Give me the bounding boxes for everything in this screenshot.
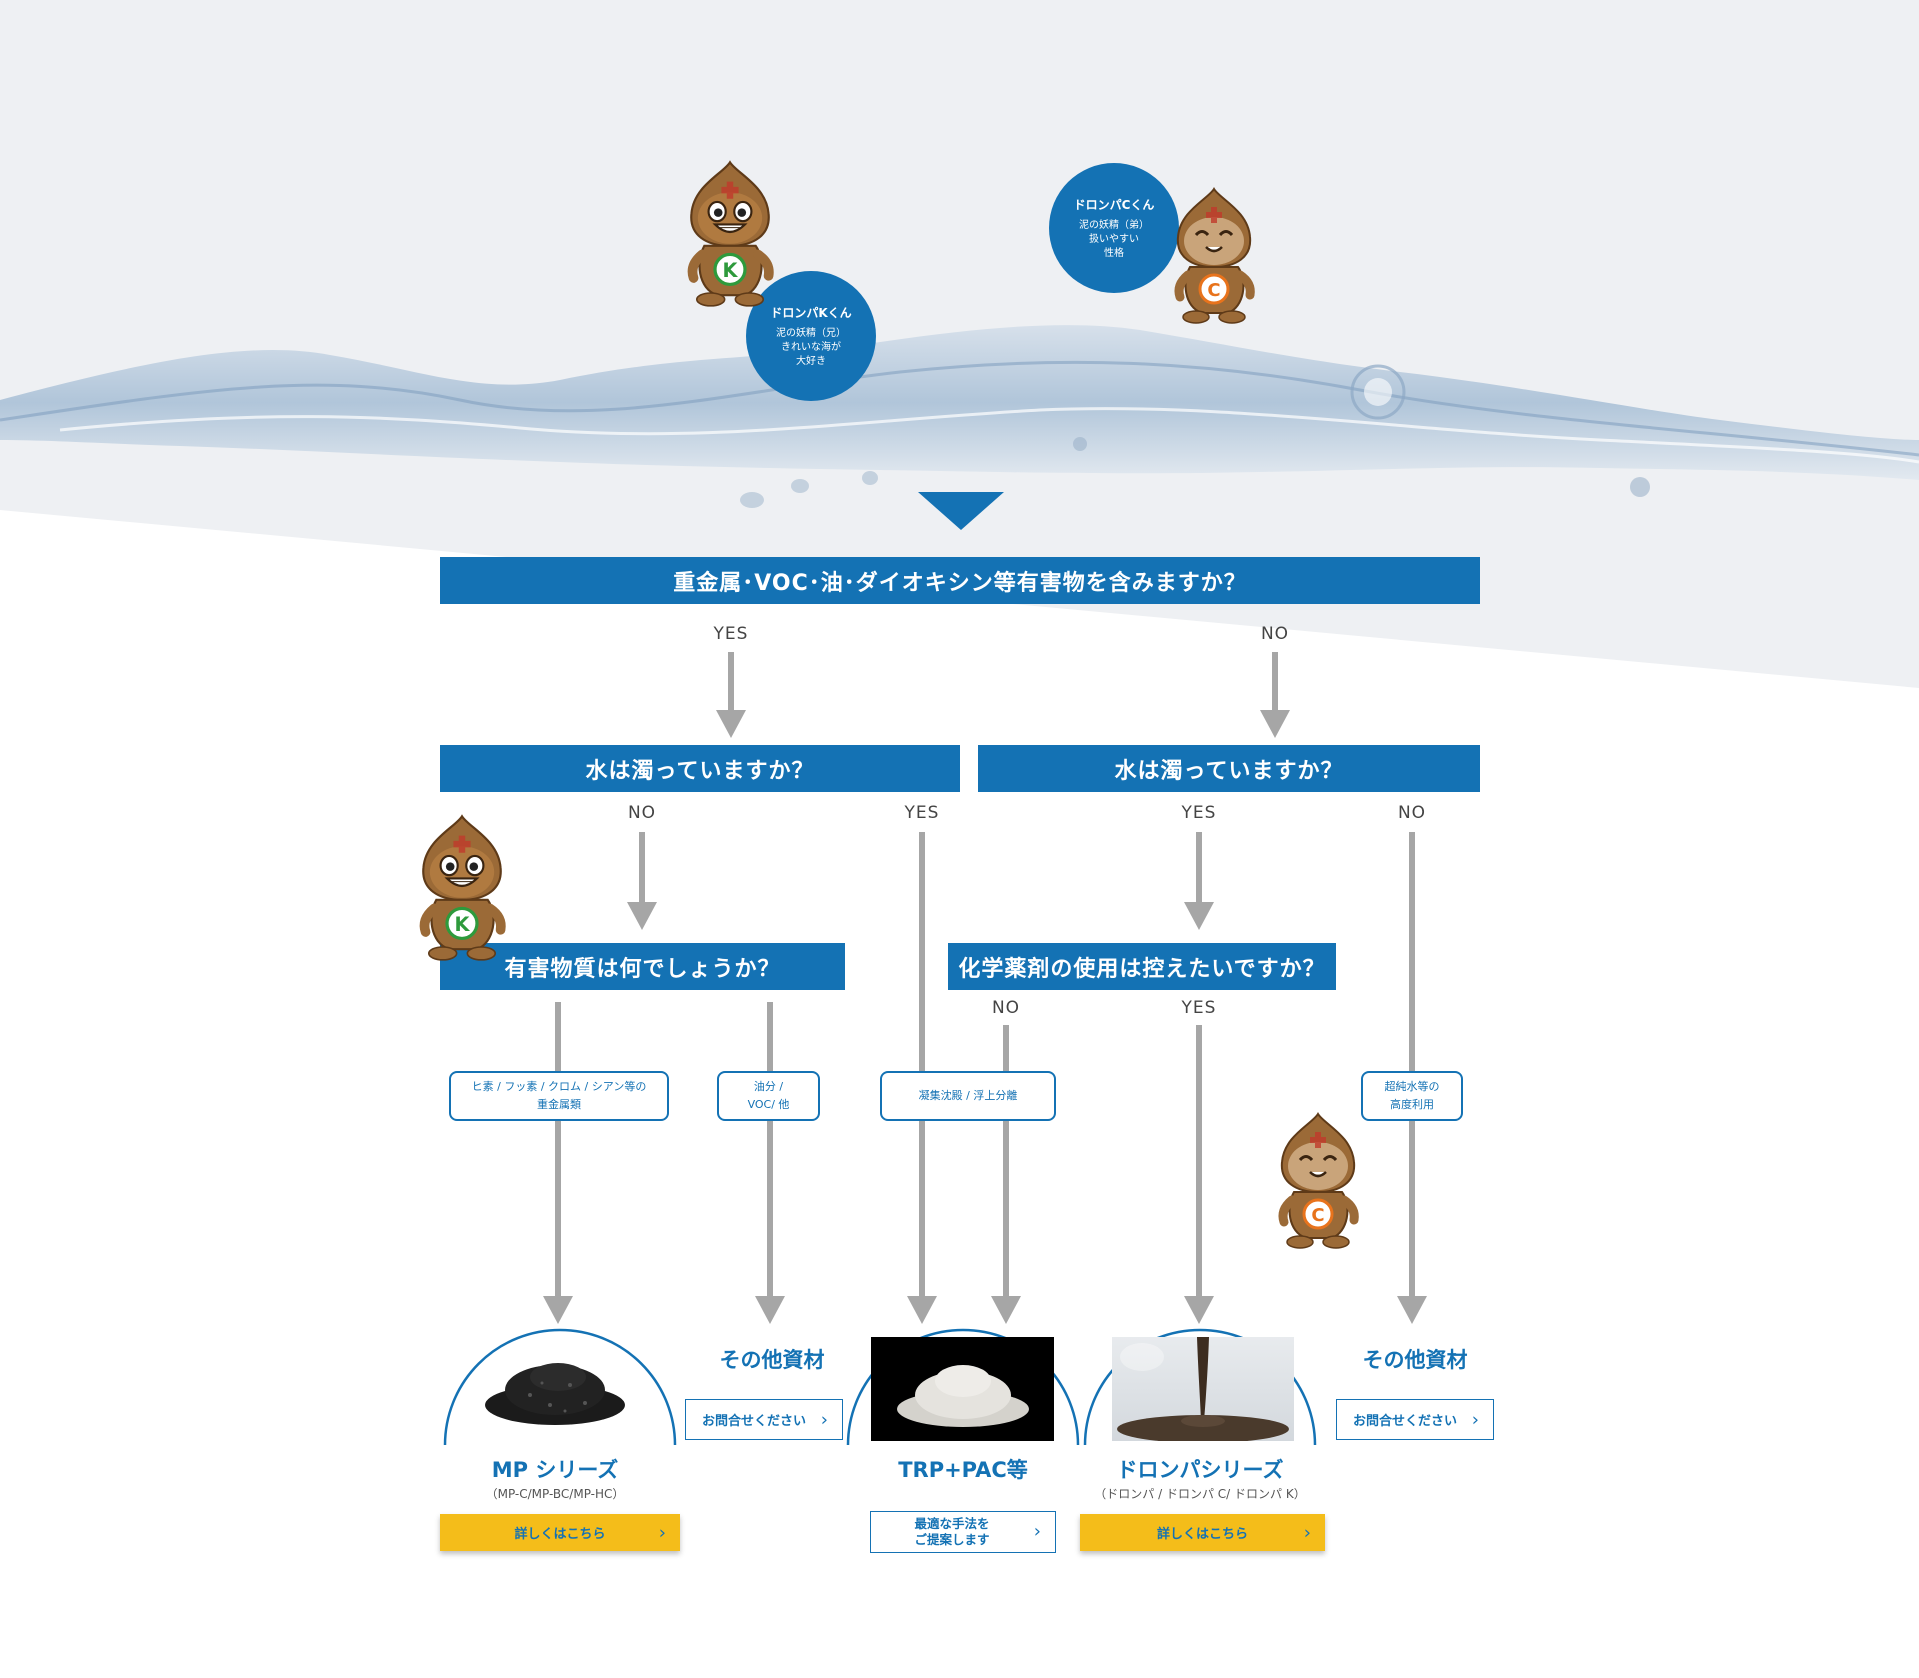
mp-details-label: 詳しくはこちら xyxy=(514,1527,606,1542)
label-no: NO xyxy=(991,998,1021,1018)
chevron-right-icon: › xyxy=(1471,1409,1479,1430)
tag-oil-voc: 油分 / VOC/ 他 xyxy=(717,1071,820,1121)
chevron-right-icon: › xyxy=(658,1522,666,1543)
chevron-right-icon: › xyxy=(1033,1521,1041,1542)
dronpa-details-label: 詳しくはこちら xyxy=(1156,1527,1248,1542)
contact-label: お問合せください xyxy=(701,1414,806,1429)
trp-propose-button[interactable]: 最適な手法を ご提案します › xyxy=(870,1511,1056,1553)
mascot-c-top: C xyxy=(1168,185,1260,329)
label-yes: YES xyxy=(1181,998,1217,1018)
mascot-k-name: ドロンパKくん xyxy=(770,305,852,320)
label-no: NO xyxy=(1397,803,1427,823)
mp-details-button[interactable]: 詳しくはこちら › xyxy=(440,1514,680,1551)
contact-label: お問合せください xyxy=(1352,1414,1457,1429)
question-chemical-avoid: 化学薬剤の使用は控えたいですか？ xyxy=(948,943,1336,990)
tag-ultrapure: 超純水等の 高度利用 xyxy=(1361,1071,1463,1121)
tag-coagulation: 凝集沈殿 / 浮上分離 xyxy=(880,1071,1056,1121)
label-no: NO xyxy=(627,803,657,823)
water-splash xyxy=(0,325,1919,480)
mp-series-title: MP シリーズ xyxy=(491,1458,619,1482)
svg-text:K: K xyxy=(723,259,739,282)
dronpa-series-models: （ドロンパ / ドロンパ C/ ドロンパ K） xyxy=(1094,1487,1306,1501)
start-down-triangle xyxy=(918,492,1004,530)
question-turbid-left: 水は濁っていますか？ xyxy=(440,745,960,792)
question-harmful-type: 有害物質は何でしょうか？ xyxy=(440,943,845,990)
svg-text:C: C xyxy=(1311,1205,1324,1226)
label-yes: YES xyxy=(904,803,940,823)
trp-product-image xyxy=(871,1337,1054,1441)
mascot-k-middle: K xyxy=(412,812,512,966)
mascot-k-top: K xyxy=(680,158,780,312)
mascot-c-lower: C xyxy=(1272,1110,1364,1254)
mascot-k-bubble: ドロンパKくん 泥の妖精（兄） きれいな海が 大好き xyxy=(746,271,876,401)
mascot-c-bubble: ドロンパCくん 泥の妖精（弟） 扱いやすい 性格 xyxy=(1049,163,1179,293)
label-yes: YES xyxy=(713,624,749,644)
mascot-c-name: ドロンパCくん xyxy=(1073,197,1155,212)
dronpa-product-image xyxy=(1112,1337,1294,1441)
other-materials-contact-button[interactable]: お問合せください › xyxy=(1336,1399,1494,1440)
propose-label: 最適な手法を ご提案します xyxy=(914,1516,990,1547)
svg-text:C: C xyxy=(1207,280,1220,301)
mp-series-models: （MP-C/MP-BC/MP-HC） xyxy=(485,1487,625,1501)
other-materials-title: その他資材 xyxy=(1362,1348,1468,1372)
dronpa-arc xyxy=(1083,1328,1317,1446)
chevron-right-icon: › xyxy=(820,1409,828,1430)
flow-arrows xyxy=(543,652,1427,1324)
svg-text:K: K xyxy=(455,913,471,936)
tag-heavy-metals: ヒ素 / フッ素 / クロム / シアン等の 重金属類 xyxy=(449,1071,669,1121)
label-yes: YES xyxy=(1181,803,1217,823)
trp-pac-title: TRP+PAC等 xyxy=(898,1458,1028,1482)
mascot-c-description: 泥の妖精（弟） 扱いやすい 性格 xyxy=(1079,219,1149,259)
chevron-right-icon: › xyxy=(1303,1522,1311,1543)
mp-product-image xyxy=(480,1345,630,1435)
dronpa-details-button[interactable]: 詳しくはこちら › xyxy=(1080,1514,1325,1551)
other-materials-contact-button[interactable]: お問合せください › xyxy=(685,1399,843,1440)
mascot-k-description: 泥の妖精（兄） きれいな海が 大好き xyxy=(776,327,846,367)
question-harmful-substances: 重金属･VOC･油･ダイオキシン等有害物を含みますか？ xyxy=(440,557,1480,604)
question-turbid-right: 水は濁っていますか？ xyxy=(978,745,1480,792)
label-no: NO xyxy=(1260,624,1290,644)
mp-arc xyxy=(443,1328,677,1446)
trp-arc xyxy=(846,1328,1080,1446)
other-materials-title: その他資材 xyxy=(719,1348,825,1372)
dronpa-series-title: ドロンパシリーズ xyxy=(1116,1458,1284,1482)
